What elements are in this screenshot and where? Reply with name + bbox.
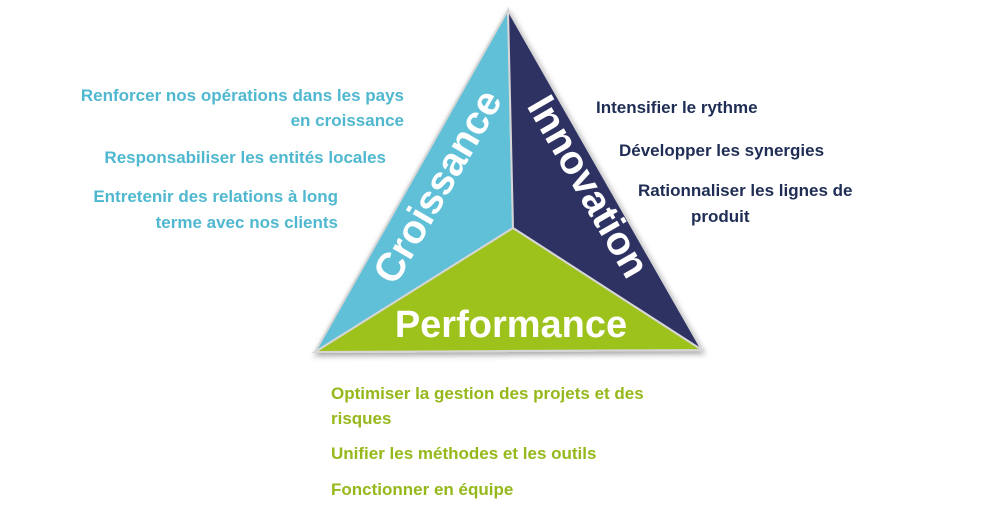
- performance-item-1-line-2: risques: [331, 409, 392, 428]
- performance-item-2: Unifier les méthodes et les outils: [331, 444, 597, 463]
- croissance-item-3-line-1: Entretenir des relations à long: [93, 187, 338, 206]
- innovation-item-3-line-1: Rationnaliser les lignes de: [638, 181, 853, 200]
- croissance-item-3-line-2: terme avec nos clients: [155, 213, 338, 232]
- croissance-item-1-line-2: en croissance: [290, 111, 404, 130]
- innovation-item-1: Intensifier le rythme: [596, 98, 758, 117]
- innovation-item-3-line-2: produit: [691, 207, 750, 226]
- croissance-item-2: Responsabiliser les entités locales: [104, 148, 386, 167]
- performance-item-1-line-1: Optimiser la gestion des projets et des: [331, 384, 644, 403]
- performance-item-3: Fonctionner en équipe: [331, 480, 514, 499]
- croissance-item-1-line-1: Renforcer nos opérations dans les pays: [80, 86, 404, 105]
- innovation-item-2: Développer les synergies: [619, 141, 825, 160]
- performance-segment: [311, 226, 706, 354]
- performance-label: Performance: [395, 304, 627, 346]
